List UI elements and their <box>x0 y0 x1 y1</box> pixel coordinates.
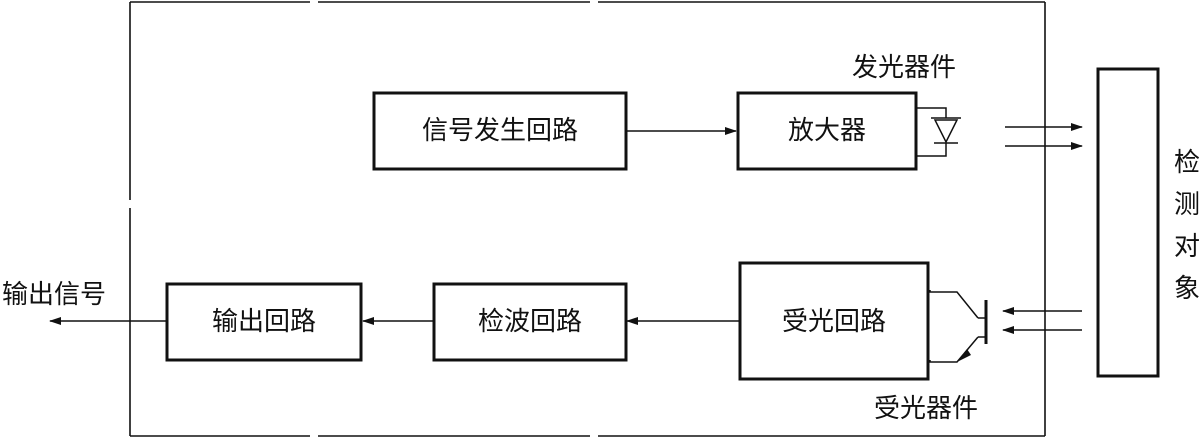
emitter-label: 发光器件 <box>852 53 956 83</box>
detector-label: 检波回路 <box>478 307 582 337</box>
receiver-label: 受光回路 <box>782 307 886 337</box>
output-block <box>165 282 363 362</box>
phototransistor-icon <box>929 290 988 363</box>
sensor-housing-frame <box>129 1 1046 437</box>
photo-receiver-label: 受光器件 <box>874 394 978 424</box>
detector-block <box>432 282 628 362</box>
target-char-1: 检 <box>1174 148 1200 178</box>
amplifier-block <box>736 91 918 171</box>
transistor-emitter-arrowhead <box>957 349 971 362</box>
target-char-3: 对 <box>1174 232 1200 262</box>
amplifier-label: 放大器 <box>788 116 866 146</box>
output-signal-label: 输出信号 <box>2 280 106 310</box>
detection-target <box>1096 67 1160 378</box>
output-label: 输出回路 <box>212 307 316 337</box>
target-char-2: 测 <box>1174 190 1200 220</box>
led-emitter-icon <box>916 107 961 157</box>
target-char-4: 象 <box>1174 274 1200 304</box>
signal-generator-label: 信号发生回路 <box>422 116 578 146</box>
